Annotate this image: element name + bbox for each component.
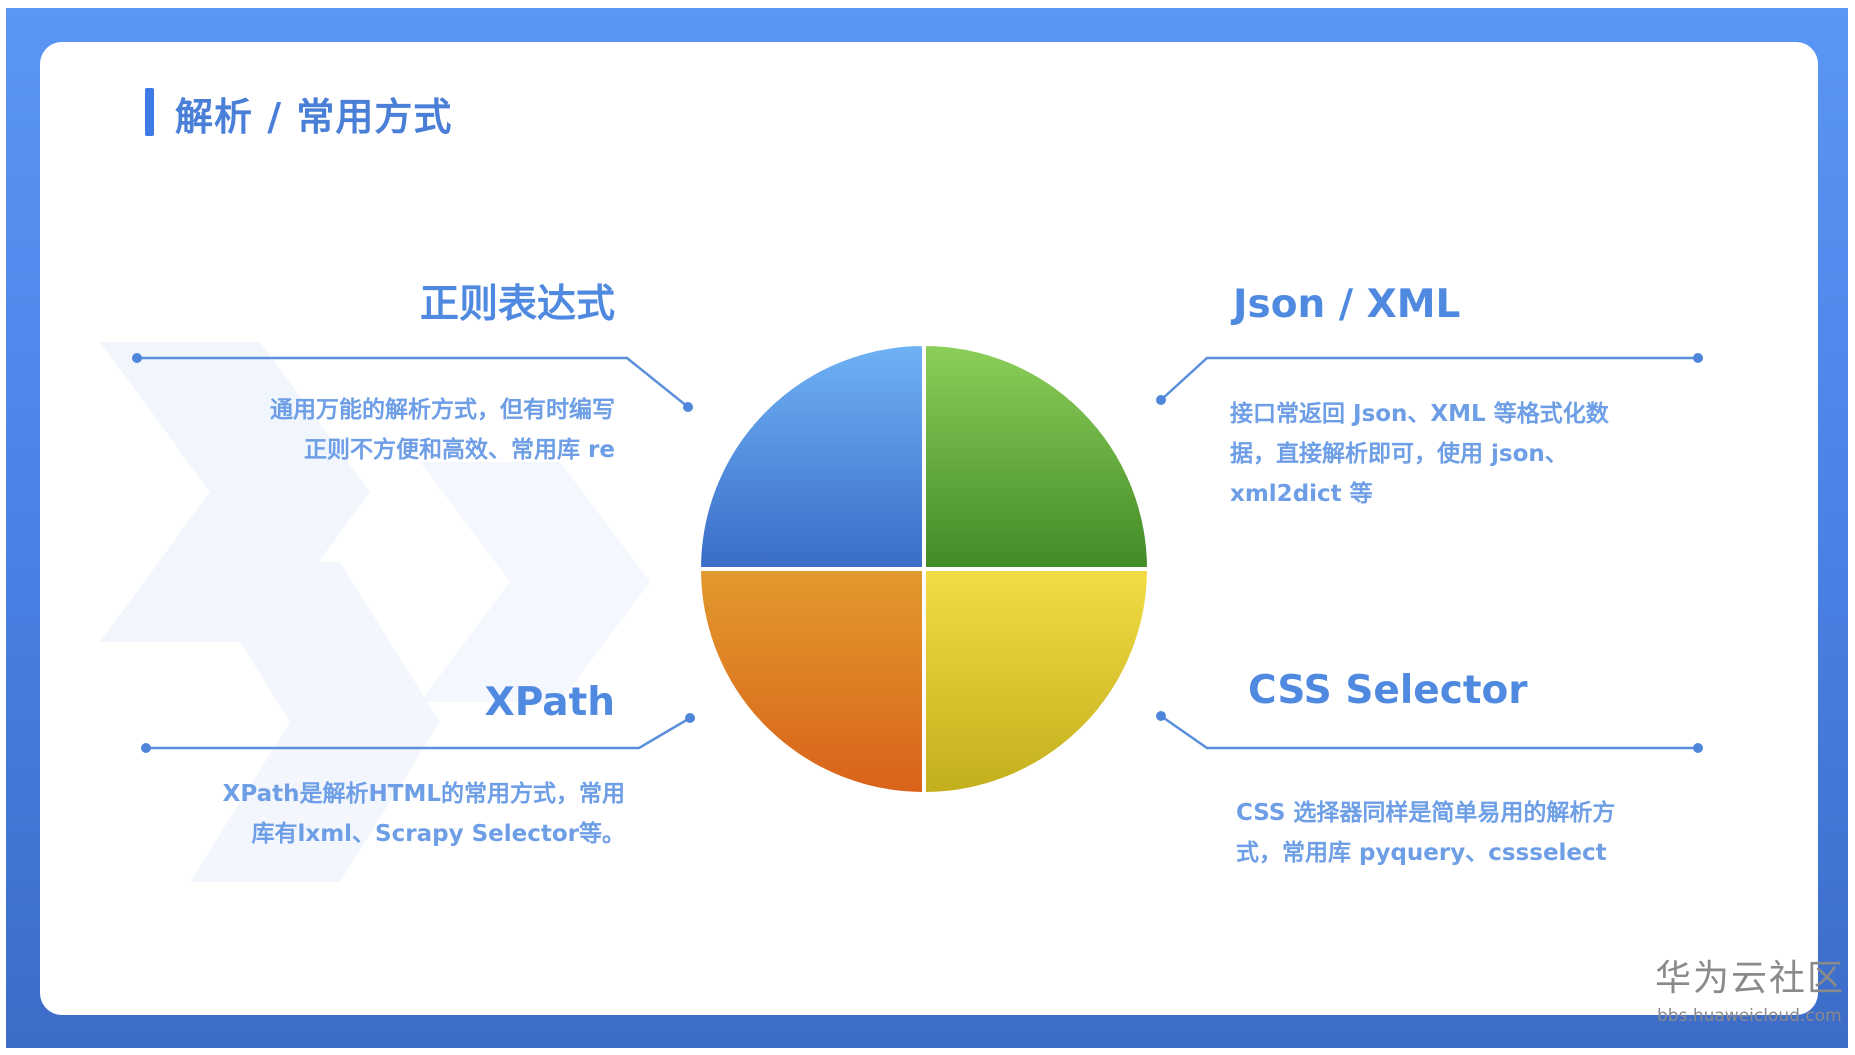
connector-dot [1156,395,1166,405]
pie-quadrant-json [922,341,1152,571]
title-accent-bar [145,88,154,136]
pie-diagram [696,341,1152,797]
pie-quadrant-xpath [696,567,926,797]
desc-line: 库有lxml、Scrapy Selector等。 [251,821,625,847]
desc-css-selector: CSS 选择器同样是简单易用的解析方 式，常用库 pyquery、csssele… [1236,793,1615,873]
pie-quadrant-regex [696,341,926,571]
desc-line: 接口常返回 Json、XML 等格式化数 [1230,401,1609,427]
connector-dot [1156,711,1166,721]
desc-regex: 通用万能的解析方式，但有时编写 正则不方便和高效、常用库 re [270,390,615,470]
connector-json [1160,356,1698,401]
heading-regex: 正则表达式 [419,282,615,327]
desc-line: 正则不方便和高效、常用库 re [304,437,615,463]
pie-quadrant-css [922,567,1152,797]
desc-line: CSS 选择器同样是简单易用的解析方 [1236,800,1616,826]
connector-dot [1693,353,1703,363]
connector-dot [132,353,142,363]
connector-css [1160,714,1698,750]
desc-line: 通用万能的解析方式，但有时编写 [270,397,615,423]
desc-line: XPath是解析HTML的常用方式，常用 [222,781,625,807]
heading-xpath: XPath [484,680,615,725]
desc-line: 式，常用库 pyquery、cssselect [1236,840,1607,866]
heading-json-xml: Json / XML [1233,282,1461,327]
page-title: 解析 / 常用方式 [175,95,453,139]
background-chevron-decoration [100,342,650,882]
connector-dot [683,402,693,412]
connector-regex [137,356,689,408]
heading-css-selector: CSS Selector [1248,668,1528,713]
connector-dot [1693,743,1703,753]
connector-dot [685,713,695,723]
desc-line: 据，直接解析即可，使用 json、 [1230,441,1568,467]
connector-xpath [146,716,691,750]
desc-line: xml2dict 等 [1230,481,1373,507]
watermark-url: bbs.huaweicloud.com [1657,1006,1842,1026]
watermark-name: 华为云社区 [1655,958,1846,999]
desc-json-xml: 接口常返回 Json、XML 等格式化数 据，直接解析即可，使用 json、 x… [1230,394,1609,514]
desc-xpath: XPath是解析HTML的常用方式，常用 库有lxml、Scrapy Selec… [223,774,625,854]
connector-dot [141,743,151,753]
